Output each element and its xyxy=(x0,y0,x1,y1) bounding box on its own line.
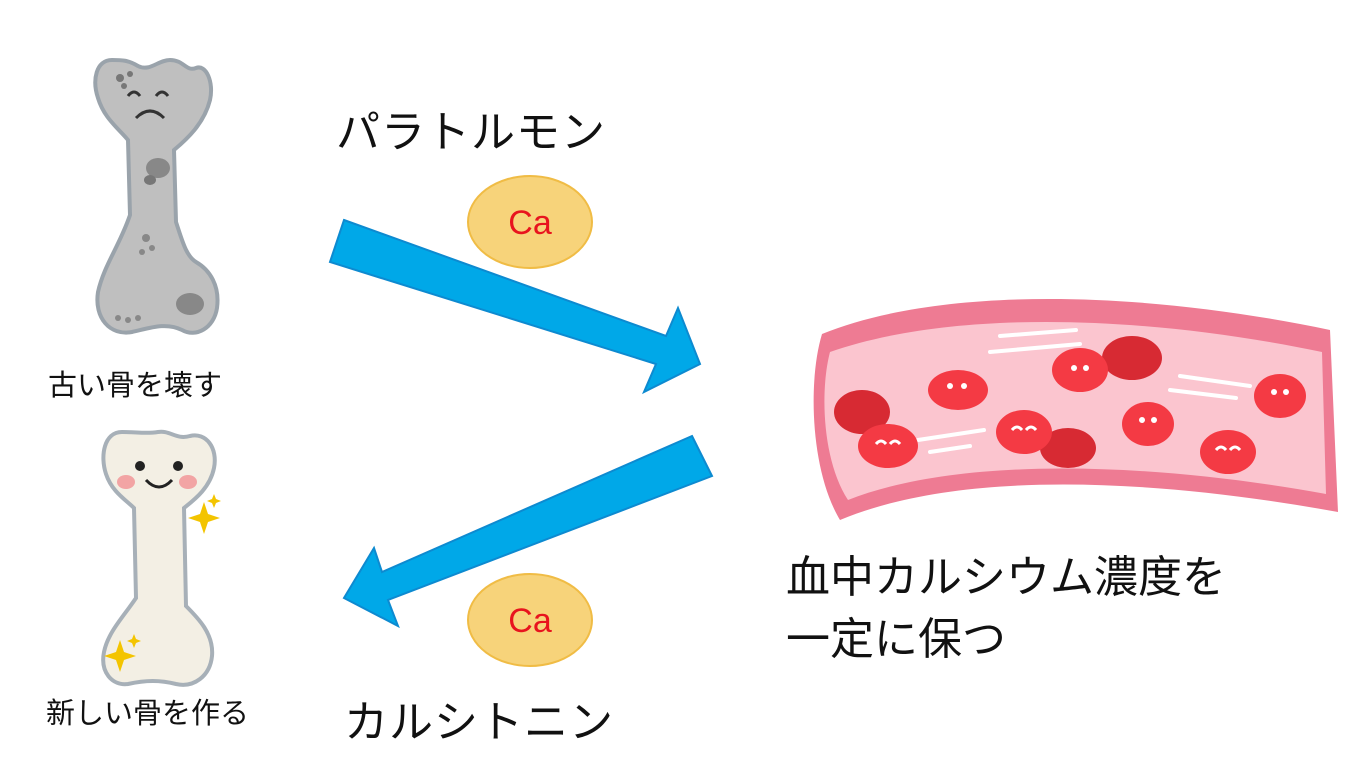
vessel-caption-line1: 血中カルシウム濃度を xyxy=(786,552,1226,603)
ca-badge-bottom: Ca xyxy=(467,573,593,667)
hormone-label-top: パラトルモン xyxy=(336,107,606,158)
vessel-caption-line2: 一定に保つ xyxy=(786,614,1006,665)
ca-badge-top: Ca xyxy=(467,175,593,269)
arrow-formation xyxy=(342,434,714,629)
svg-text:Ca: Ca xyxy=(508,602,552,640)
new-bone-icon xyxy=(101,429,217,687)
arrow-resorption xyxy=(328,218,702,395)
blood-vessel-icon xyxy=(813,299,1338,520)
new-bone-caption: 新しい骨を作る xyxy=(46,696,250,730)
old-bone-icon xyxy=(93,57,220,335)
hormone-label-bottom: カルシトニン xyxy=(344,697,614,748)
svg-text:Ca: Ca xyxy=(508,204,552,242)
old-bone-caption: 古い骨を壊す xyxy=(48,368,223,402)
sparkle-icon xyxy=(104,494,221,672)
